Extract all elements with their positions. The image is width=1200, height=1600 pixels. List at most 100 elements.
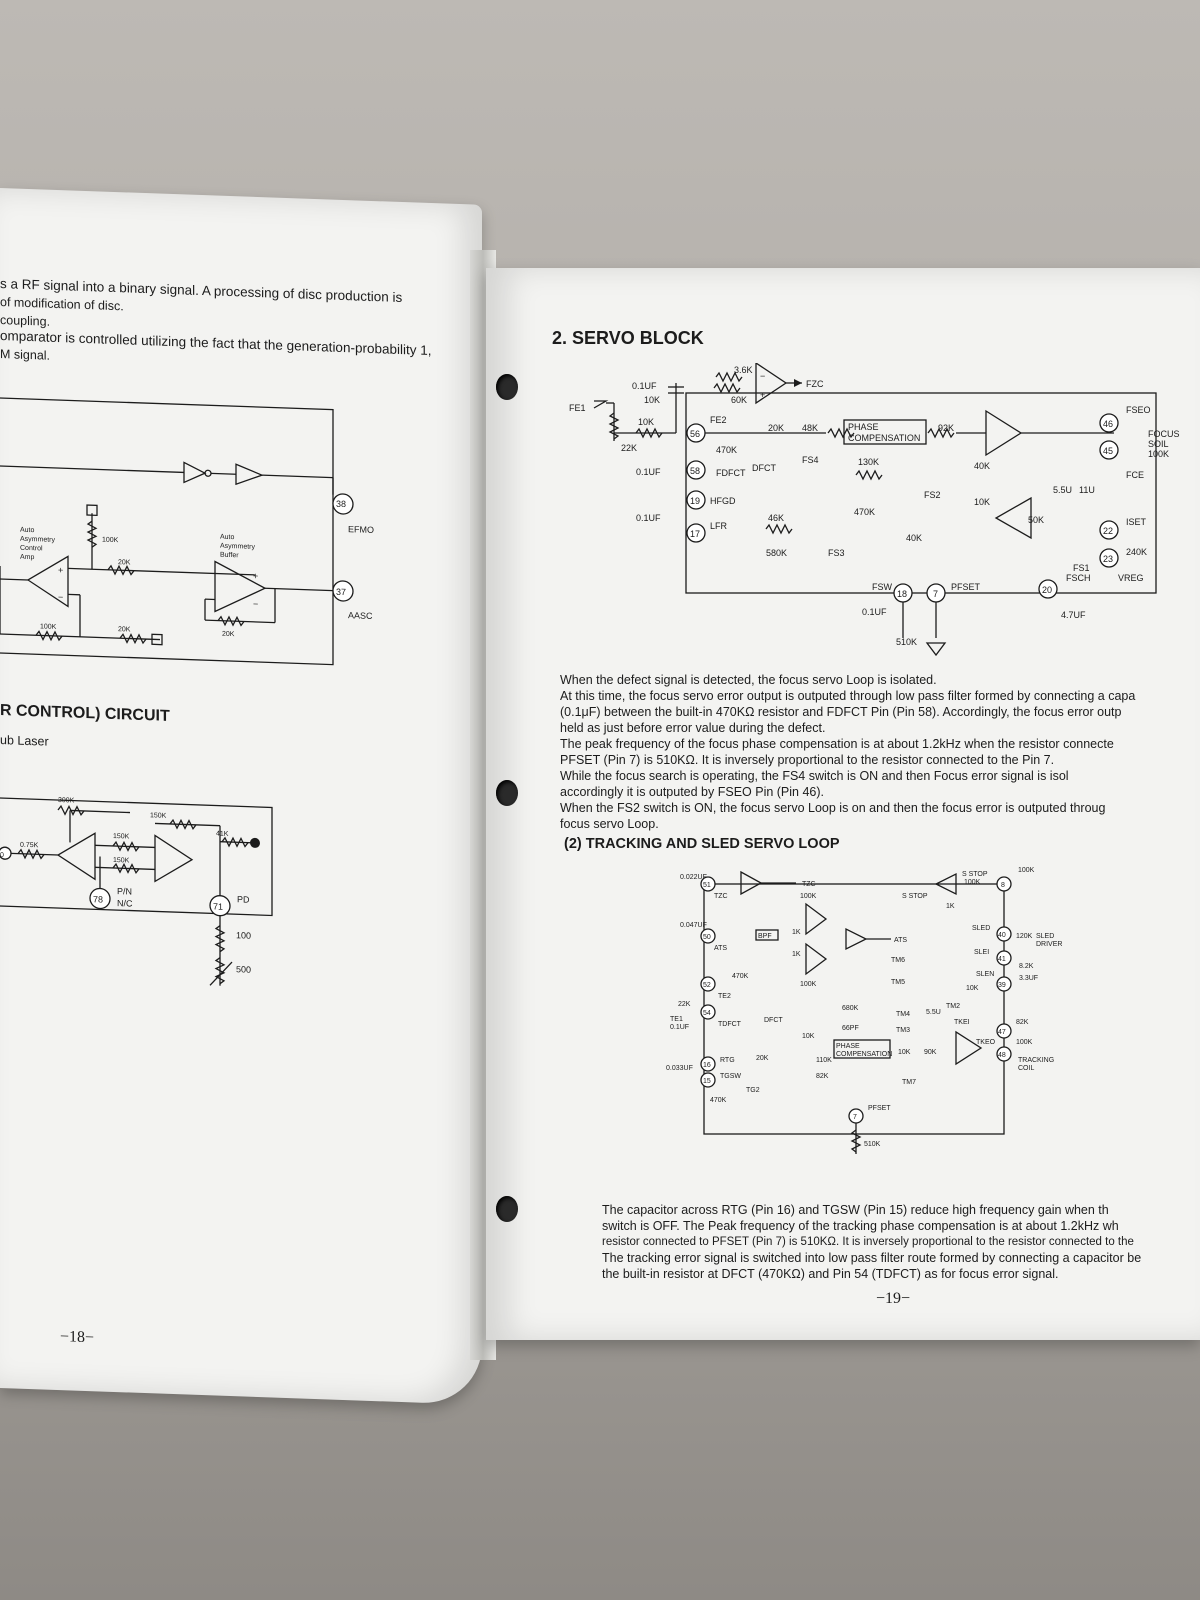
circuit-label: SLEN (976, 971, 994, 978)
circuit-label: 240K (1126, 547, 1147, 557)
circuit-label: DFCT (764, 1017, 783, 1024)
binder-hole (496, 374, 518, 400)
focus-servo-circuit-diagram: FE1 0.1UF 10K 10K 22K 3.6K 60K − + FZC 5… (569, 363, 1180, 657)
circuit-label: 82K (1016, 1019, 1029, 1026)
circuit-label: DRIVER (1036, 941, 1062, 948)
svg-text:+: + (58, 565, 63, 575)
amp-label: Asymmetry (20, 536, 55, 544)
circuit-label: 0.1UF (636, 513, 661, 523)
resistor-label: 300K (58, 797, 75, 805)
svg-text:+: + (253, 571, 258, 581)
circuit-label: ISET (1126, 517, 1147, 527)
circuit-label: 100K (800, 981, 817, 988)
circuit-label: DFCT (752, 463, 776, 473)
circuit-label: 110K (816, 1057, 832, 1064)
circuit-label: 8.2K (1019, 963, 1034, 970)
intro-line: of modification of disc. (0, 295, 124, 314)
section-heading: R CONTROL) CIRCUIT (0, 702, 170, 725)
circuit-label: 580K (766, 548, 787, 558)
buffer-label: Auto (220, 534, 235, 542)
circuit-label: FCE (1126, 470, 1144, 480)
circuit-label: FSEO (1126, 405, 1151, 415)
circuit-label: COIL (1018, 1065, 1034, 1072)
pin-number: 47 (998, 1029, 1006, 1036)
circuit-label: 0.1UF (632, 381, 657, 391)
circuit-label: 40K (906, 533, 922, 543)
circuit-label: 120K (1016, 933, 1033, 940)
pin-number: 50 (703, 934, 711, 941)
circuit-label: 11U (1079, 485, 1095, 495)
circuit-label: 10K (974, 497, 990, 507)
circuit-label: 1K (792, 929, 801, 936)
circuit-label: TRACKING (1018, 1057, 1054, 1064)
circuit-label: 10K (644, 395, 660, 405)
asymmetry-circuit-diagram: + − + − 38 37 EFMO AASC Auto Asymmetry (0, 397, 374, 666)
circuit-label: ATS (714, 945, 727, 952)
circuit-label: 100K (800, 893, 817, 900)
paragraph-line: held as just before error value during t… (560, 721, 826, 735)
circuit-label: 10K (802, 1033, 815, 1040)
circuit-label: SLEI (974, 949, 989, 956)
circuit-label: HFGD (710, 496, 736, 506)
resistor-label: 150K (150, 812, 167, 820)
section-title: 2. SERVO BLOCK (552, 328, 704, 348)
circuit-label: TKEI (954, 1019, 970, 1026)
resistor-label: 41K (216, 831, 229, 838)
pot-value: 500 (236, 964, 251, 975)
right-page: 2. SERVO BLOCK FE1 0.1UF 10K 10K 22K 3.6… (486, 268, 1200, 1340)
pin-number: 56 (690, 429, 700, 439)
circuit-label: 510K (864, 1141, 881, 1148)
svg-text:+: + (760, 390, 765, 400)
pin-number: 54 (703, 1010, 711, 1017)
paragraph-line: accordingly it is outputed by FSEO Pin (… (560, 785, 825, 799)
paragraph-line: When the defect signal is detected, the … (560, 673, 937, 687)
subsection-title: (2) TRACKING AND SLED SERVO LOOP (564, 836, 840, 852)
resistor-label: 150K (113, 833, 130, 841)
circuit-label: FE2 (710, 415, 727, 425)
pin-sub: N/C (117, 898, 133, 909)
svg-text:−: − (253, 599, 258, 609)
circuit-label: FS2 (924, 490, 941, 500)
paragraph-line: The capacitor across RTG (Pin 16) and TG… (602, 1203, 1109, 1217)
paragraph-line: (0.1μF) between the built-in 470KΩ resis… (560, 705, 1122, 719)
circuit-label: ATS (894, 937, 907, 944)
pin-number: 71 (213, 901, 223, 911)
circuit-label: 46K (768, 513, 784, 523)
intro-line: coupling. (0, 313, 51, 329)
pin-number: 41 (998, 956, 1006, 963)
amp-label: Auto (20, 527, 35, 535)
pin-number: 15 (703, 1078, 711, 1085)
circuit-label: TDFCT (718, 1021, 742, 1028)
paragraph-line: resistor connected to PFSET (Pin 7) is 5… (602, 1236, 1134, 1248)
circuit-label: 10K (638, 417, 654, 427)
circuit-label: FS4 (802, 455, 819, 465)
circuit-label: 470K (854, 507, 875, 517)
binder-hole (496, 1196, 518, 1222)
paragraph-line: focus servo Loop. (560, 817, 659, 831)
paragraph-line: While the focus search is operating, the… (560, 769, 1069, 783)
circuit-label: 100K (1148, 449, 1169, 459)
svg-text:−: − (58, 592, 63, 602)
circuit-label: 48K (802, 423, 818, 433)
circuit-label: PFSET (951, 582, 981, 592)
circuit-label: SOIL (1148, 439, 1169, 449)
circuit-label: TG2 (746, 1087, 760, 1094)
paragraph-line: When the FS2 switch is ON, the focus ser… (560, 801, 1106, 815)
pin-38 (332, 493, 354, 515)
circuit-label: 0.022UF (680, 874, 707, 881)
circuit-label: 20K (756, 1055, 769, 1062)
circuit-label: SLED (1036, 933, 1054, 940)
circuit-label: COMPENSATION (848, 433, 920, 443)
circuit-label: FSCH (1066, 573, 1091, 583)
page-number: −18− (60, 1328, 95, 1347)
pin-number: 22 (1103, 526, 1113, 536)
pin-stub: 0 (0, 852, 4, 859)
circuit-label: 100K (964, 879, 981, 886)
pin-number: 8 (1001, 882, 1005, 889)
circuit-label: 40K (974, 461, 990, 471)
circuit-label: RTG (720, 1057, 735, 1064)
pin-number: 52 (703, 982, 711, 989)
circuit-label: 20K (768, 423, 784, 433)
page-number: −19− (876, 1290, 911, 1307)
resistor-label: 20K (222, 631, 235, 638)
